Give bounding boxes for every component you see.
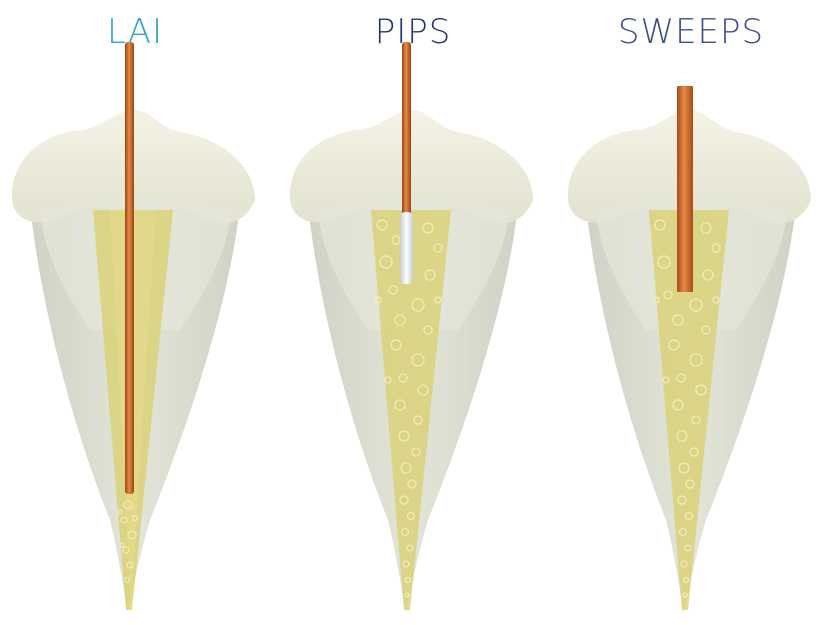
- sweeps-panel: SWEEPS: [556, 0, 826, 625]
- laser-fiber: [677, 86, 693, 292]
- pips-panel: PIPS: [278, 0, 548, 625]
- pips-tooth-illustration: [278, 0, 548, 625]
- lai-tooth-illustration: [0, 0, 270, 625]
- lai-panel: LAI: [0, 0, 270, 625]
- fiber-tip: [400, 212, 413, 284]
- laser-fiber: [402, 42, 411, 220]
- sweeps-tooth-illustration: [556, 0, 826, 625]
- laser-fiber: [125, 42, 134, 494]
